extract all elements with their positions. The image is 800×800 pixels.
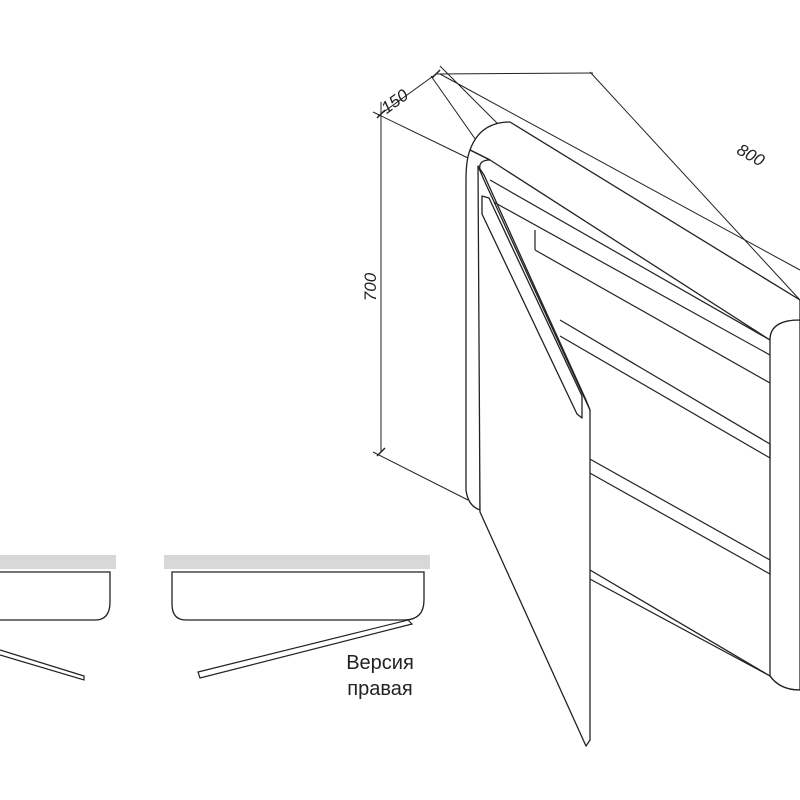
cabinet-door <box>477 165 591 747</box>
caption-line-1: Версия <box>346 652 414 674</box>
dimension-ticks <box>376 69 441 457</box>
door-left <box>0 649 85 681</box>
caption-line-2: правая <box>347 678 413 700</box>
wall-right <box>164 555 430 569</box>
cabinet-interior <box>489 179 771 677</box>
plan-view-right <box>164 555 430 679</box>
dimension-lines <box>372 65 800 501</box>
dimension-width-label: 800 <box>734 140 768 171</box>
dimension-height-label: 700 <box>361 272 380 301</box>
plan-view-left <box>0 555 116 681</box>
cabinet-body <box>465 121 800 691</box>
cabinet-outline-left <box>0 571 111 621</box>
wall-left <box>0 555 116 569</box>
door-right <box>197 619 414 679</box>
version-caption: Версия правая <box>326 650 434 702</box>
cabinet-outline-right <box>171 571 425 621</box>
